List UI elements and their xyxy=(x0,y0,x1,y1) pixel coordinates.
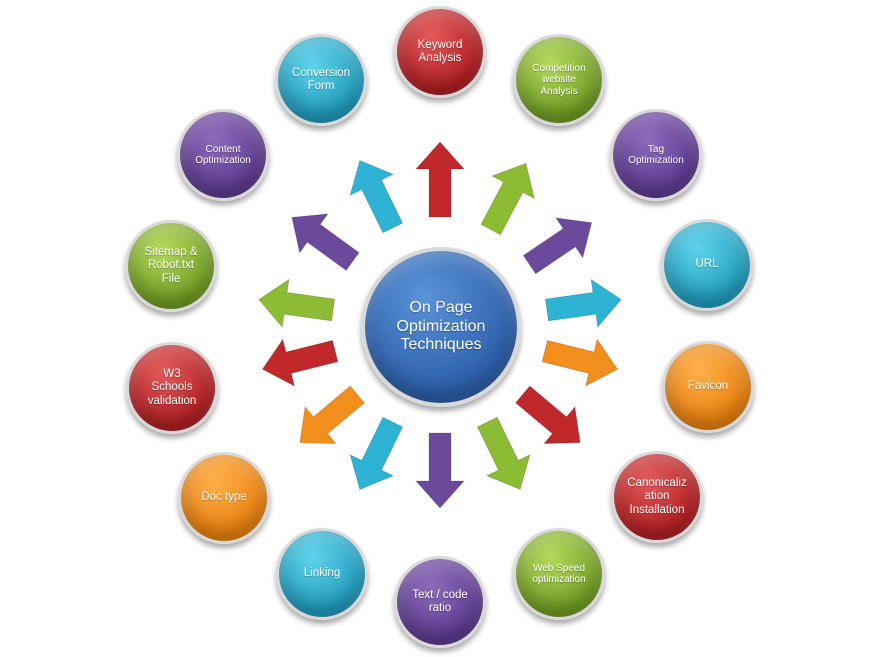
arrow-shape xyxy=(258,278,336,329)
node-content-optimization: Content Optimization xyxy=(177,109,269,201)
node-sitemap-robot-file: Sitemap & Robot.txt File xyxy=(125,220,217,312)
arrow-7 xyxy=(476,416,531,491)
arrow-6 xyxy=(514,385,581,445)
arrow-2 xyxy=(480,162,536,236)
center-hub-label: On Page Optimization Techniques xyxy=(396,299,486,354)
arrow-shape xyxy=(261,338,339,387)
arrow-shape xyxy=(514,385,581,445)
arrow-shape xyxy=(476,416,531,491)
node-keyword-analysis: Keyword Analysis xyxy=(394,6,486,98)
node-label: Keyword Analysis xyxy=(417,38,463,64)
arrow-9 xyxy=(349,416,404,491)
arrow-shape xyxy=(522,217,593,275)
arrow-shape xyxy=(299,385,366,445)
node-web-speed-optimization: Web Speed optimization xyxy=(513,528,605,620)
node-label: Linking xyxy=(303,567,341,580)
node-canonicalization-installation: Canonicaliz ation Installation xyxy=(611,451,703,543)
node-competition-website-analysis: Competition website Analysis xyxy=(513,34,605,126)
arrow-shape xyxy=(480,162,536,236)
center-hub: On Page Optimization Techniques xyxy=(361,247,521,407)
node-label: Text / code ratio xyxy=(412,588,468,614)
arrow-1 xyxy=(414,141,466,218)
arrow-shape xyxy=(414,432,466,509)
node-text-code-ratio: Text / code ratio xyxy=(394,556,486,648)
arrow-shape xyxy=(349,159,404,234)
node-label: Favicon xyxy=(687,380,729,393)
node-linking: Linking xyxy=(276,528,368,620)
node-label: Content Optimization xyxy=(195,143,251,167)
arrow-11 xyxy=(261,338,339,387)
node-url: URL xyxy=(661,219,753,311)
node-tag-optimization: Tag Optimization xyxy=(610,109,702,201)
arrow-12 xyxy=(258,278,336,329)
arrow-10 xyxy=(299,385,366,445)
arrow-shape xyxy=(414,141,466,218)
arrow-3 xyxy=(522,217,593,275)
arrow-shape xyxy=(349,416,404,491)
node-label: URL xyxy=(695,258,719,271)
node-label: Conversion Form xyxy=(291,66,351,92)
arrow-4 xyxy=(544,278,622,329)
node-label: Doc type xyxy=(201,491,247,504)
node-label: Canonicaliz ation Installation xyxy=(627,477,687,516)
arrow-8 xyxy=(414,432,466,509)
arrow-5 xyxy=(541,338,619,387)
node-label: Sitemap & Robot.txt File xyxy=(144,246,198,285)
arrow-13 xyxy=(291,213,360,272)
node-label: Web Speed optimization xyxy=(532,562,586,586)
node-w3-schools-validation: W3 Schools validation xyxy=(126,342,218,434)
arrow-shape xyxy=(541,338,619,387)
node-label: Competition website Analysis xyxy=(532,62,586,97)
node-label: Tag Optimization xyxy=(628,143,684,167)
arrow-shape xyxy=(291,213,360,272)
node-favicon: Favicon xyxy=(662,341,754,433)
node-label: W3 Schools validation xyxy=(147,368,197,407)
node-conversion-form: Conversion Form xyxy=(275,34,367,126)
arrow-14 xyxy=(349,159,404,234)
arrow-shape xyxy=(544,278,622,329)
node-doc-type: Doc type xyxy=(178,452,270,544)
